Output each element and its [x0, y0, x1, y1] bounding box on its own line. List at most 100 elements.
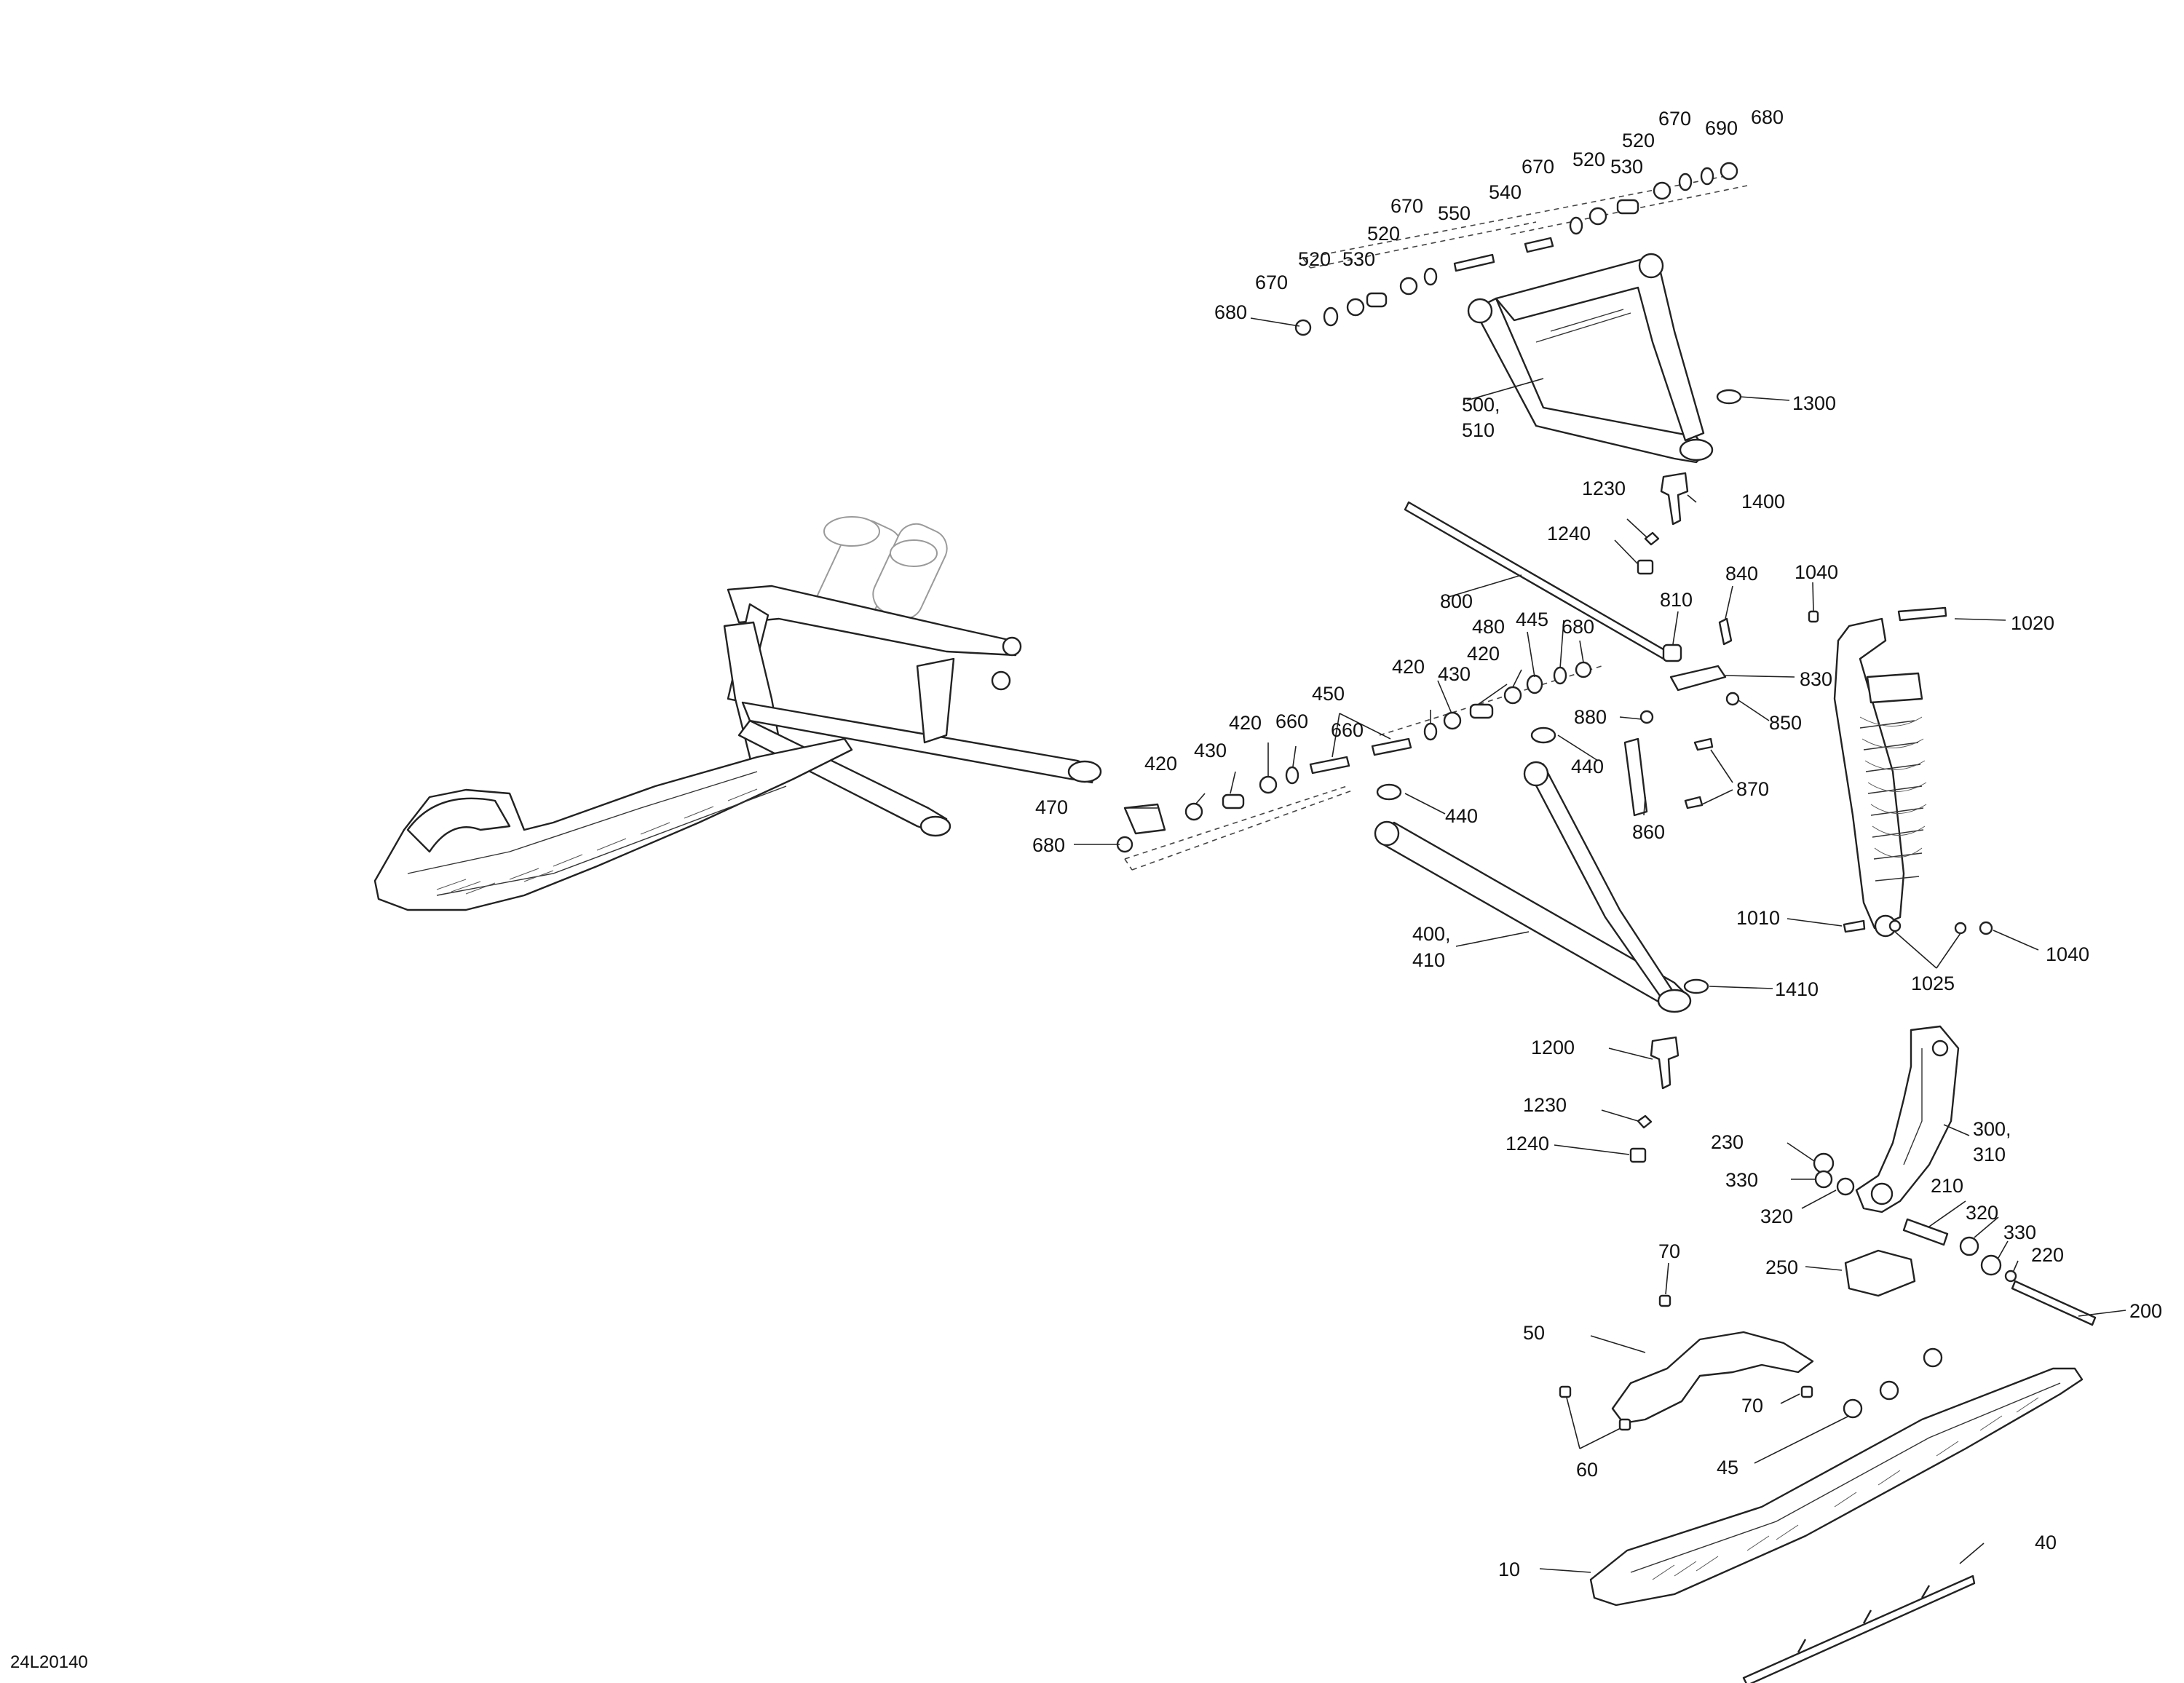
callout-830: 830	[1800, 668, 1832, 690]
bushing-520d	[1653, 181, 1671, 200]
shock-absorber	[1808, 606, 1993, 938]
arm-830	[1669, 665, 1727, 692]
spacer-440b	[1376, 783, 1402, 801]
washer-330a	[1814, 1170, 1833, 1189]
callout-680: 680	[1032, 834, 1065, 856]
bolt-840	[1718, 617, 1733, 646]
callout-50: 50	[1523, 1322, 1545, 1344]
callout-420: 420	[1229, 712, 1262, 734]
callout-520: 520	[1367, 223, 1400, 245]
callout-530: 530	[1610, 156, 1643, 178]
callout-500: 500,	[1462, 394, 1500, 416]
callout-440: 440	[1571, 756, 1604, 777]
callout-690: 690	[1705, 117, 1738, 139]
bushing-520a	[1346, 298, 1365, 317]
bolt-870b	[1684, 796, 1704, 809]
callout-40: 40	[2035, 1532, 2057, 1553]
callout-230: 230	[1711, 1131, 1744, 1153]
bolt-870a	[1693, 737, 1714, 751]
callout-660: 660	[1331, 719, 1364, 741]
nut-680b	[1720, 162, 1738, 181]
callout-520: 520	[1622, 130, 1655, 151]
callout-400: 400,	[1412, 923, 1451, 945]
callout-520: 520	[1572, 148, 1605, 170]
callout-labels: 680 670 520 530 520 670 550 540 670 520 …	[1032, 106, 2162, 1580]
screw-60b	[1618, 1418, 1631, 1431]
callout-860: 860	[1632, 821, 1665, 843]
callout-1230: 1230	[1582, 478, 1626, 499]
callout-440: 440	[1445, 805, 1478, 827]
bushing-320b	[1959, 1236, 1979, 1256]
callout-250: 250	[1765, 1256, 1798, 1278]
upper-a-arm	[1467, 253, 1742, 464]
washer-660a	[1285, 766, 1299, 785]
callout-1040: 1040	[2046, 943, 2089, 965]
callout-310: 310	[1973, 1144, 2006, 1165]
link-860	[1623, 737, 1648, 817]
bolt-550	[1453, 253, 1495, 272]
pin-1230a	[1644, 531, 1660, 546]
nut-45b	[1879, 1380, 1899, 1401]
nut-680c	[1575, 661, 1592, 678]
callout-520: 520	[1298, 248, 1331, 270]
callout-70: 70	[1741, 1395, 1763, 1417]
end-810	[1662, 644, 1682, 662]
sleeve-530b	[1616, 199, 1639, 215]
upper-arm-hardware	[1294, 162, 1748, 336]
callout-1230: 1230	[1523, 1094, 1567, 1116]
bushing-520c	[1588, 207, 1607, 226]
washer-1025b	[1954, 922, 1967, 935]
callout-1025: 1025	[1911, 973, 1955, 994]
nut-45a	[1923, 1347, 1943, 1368]
bolt-450b	[1371, 737, 1412, 756]
ball-joint-upper	[1637, 472, 1689, 575]
spindle-300-310	[1855, 1025, 1960, 1213]
bushing-320a	[1836, 1177, 1855, 1196]
nut-1240a	[1637, 559, 1654, 575]
callout-1300: 1300	[1792, 392, 1836, 414]
washer-660b	[1423, 722, 1438, 741]
callout-430: 430	[1438, 663, 1471, 685]
callout-670: 670	[1522, 156, 1554, 178]
nut-880	[1639, 710, 1654, 724]
ring-1410	[1683, 978, 1709, 994]
callout-450: 450	[1312, 683, 1345, 705]
steering-linkage-hardware	[1623, 617, 1740, 817]
nut-1040a	[1808, 610, 1819, 623]
callout-880: 880	[1574, 706, 1607, 728]
runner-40	[1742, 1575, 1976, 1683]
callout-1010: 1010	[1736, 907, 1780, 929]
callout-870: 870	[1736, 778, 1769, 800]
nut-850	[1725, 692, 1740, 706]
callout-330: 330	[2003, 1221, 2036, 1243]
bushing-420c	[1259, 775, 1278, 794]
callout-510: 510	[1462, 419, 1495, 441]
callout-300: 300,	[1973, 1118, 2011, 1140]
callout-420: 420	[1144, 753, 1177, 775]
washer-670a	[1323, 306, 1339, 327]
callout-800: 800	[1440, 590, 1473, 612]
callout-680: 680	[1214, 301, 1247, 323]
washer-690	[1700, 167, 1714, 186]
callout-1240: 1240	[1506, 1133, 1549, 1155]
callout-410: 410	[1412, 949, 1445, 971]
bushing-420a	[1503, 686, 1522, 705]
nut-1240b	[1629, 1147, 1647, 1163]
bolt-200	[2011, 1280, 2097, 1326]
assembled-ski-suspension-preview	[373, 516, 1102, 911]
bushing-420b	[1443, 711, 1462, 730]
washer-445	[1553, 666, 1567, 685]
washer-670d	[1678, 173, 1693, 191]
callout-70: 70	[1658, 1240, 1680, 1262]
ski-bolt-hardware	[1813, 1152, 2097, 1326]
callout-1020: 1020	[2011, 612, 2054, 634]
washer-480	[1526, 674, 1543, 694]
ring-1300	[1716, 389, 1742, 405]
bushing-520b	[1399, 277, 1418, 296]
callout-470: 470	[1035, 796, 1068, 818]
washer-670c	[1569, 216, 1583, 235]
leader-lines	[1074, 317, 2126, 1573]
callout-1410: 1410	[1775, 978, 1819, 1000]
callout-480: 480	[1472, 616, 1505, 638]
